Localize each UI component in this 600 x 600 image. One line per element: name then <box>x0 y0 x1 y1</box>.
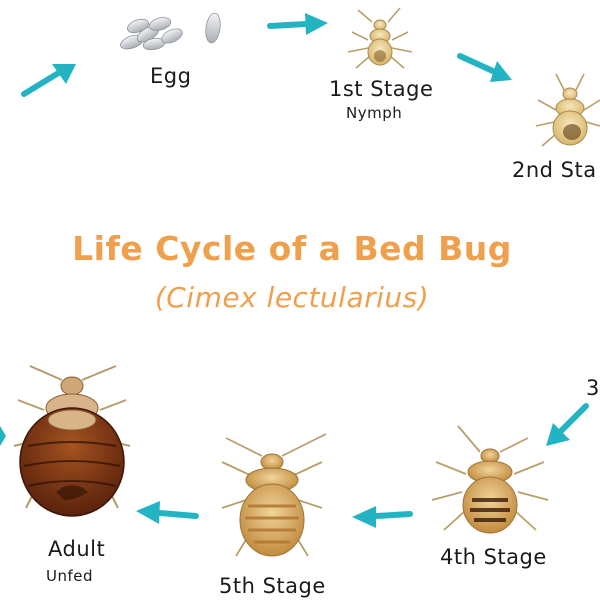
label-stage3: 3 <box>586 376 600 400</box>
label-adult: Adult <box>48 537 106 561</box>
arrow-stage4-to-stage5 <box>352 506 413 528</box>
arrow-egg-to-stage1 <box>267 13 328 35</box>
label-egg: Egg <box>150 64 192 88</box>
label-stage4: 4th Stage <box>440 545 547 569</box>
label-stage1: 1st Stage <box>329 77 434 101</box>
arrow-stage1-to-stage2 <box>457 53 512 82</box>
arrow-adult-continue <box>0 426 6 446</box>
arrow-stage5-to-adult <box>136 501 199 524</box>
arrow-stage3-to-stage4 <box>546 403 589 446</box>
cycle-arrows <box>0 13 589 528</box>
adult-bed-bug-illustration <box>13 365 131 517</box>
stage1-nymph-illustration <box>347 7 413 69</box>
arrow-to-egg <box>21 64 76 97</box>
diagram-title: Life Cycle of a Bed Bug <box>72 229 512 268</box>
label-stage5: 5th Stage <box>219 574 326 598</box>
diagram-subtitle: (Cimex lectularius) <box>154 281 430 314</box>
label-stage2: 2nd Sta <box>512 158 597 182</box>
egg-cluster <box>120 12 221 51</box>
stage2-nymph-illustration <box>535 73 600 147</box>
sublabel-adult: Unfed <box>46 567 94 585</box>
sublabel-stage1: Nymph <box>346 104 403 122</box>
stage4-nymph-illustration <box>431 425 549 534</box>
stage5-nymph-illustration <box>221 433 327 557</box>
